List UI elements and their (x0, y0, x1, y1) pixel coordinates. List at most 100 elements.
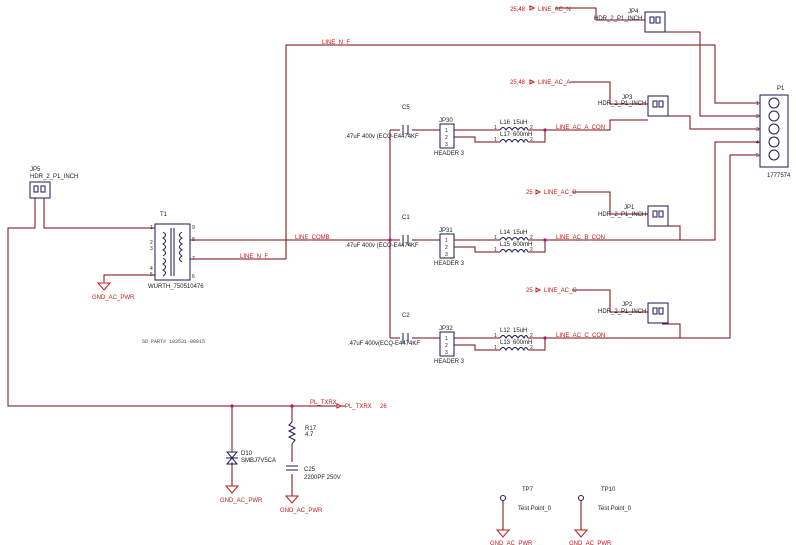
net-line-ac-a-con: LINE_AC_A_CON (556, 125, 605, 131)
gnd-label-d10: GND_AC_PWR (220, 498, 263, 504)
svg-text:1: 1 (494, 235, 497, 241)
svg-text:4: 4 (150, 266, 153, 272)
jp4-ref: JP4 (628, 9, 639, 15)
jp31-ref: JP31 (439, 228, 453, 234)
jp30-part: HEADER 3 (434, 151, 465, 157)
c5-ref: C5 (402, 105, 410, 111)
gnd-label-tp7: GND_AC_PWR (490, 541, 533, 545)
svg-text:1: 1 (494, 137, 497, 143)
d10-part: SMBJ7V5CA (241, 458, 276, 464)
net-line-ac-c: LINE_AC_C (544, 288, 577, 294)
l12-value: 15uH (513, 328, 527, 334)
svg-text:1: 1 (494, 247, 497, 253)
header-jp5: JP5 HDR_2_P1_INCH (29, 167, 78, 199)
jp5-ref: JP5 (30, 167, 41, 173)
svg-text:1: 1 (445, 336, 448, 342)
svg-text:1: 1 (494, 333, 497, 339)
svg-text:2: 2 (445, 245, 448, 251)
jp1-part: HDR_2_P1_INCH (598, 212, 646, 218)
net-line-n-f-top: LINE_N_F (322, 40, 350, 46)
c2-ref: C2 (402, 313, 410, 319)
r17-ref: R17 (305, 426, 317, 432)
junctions (230, 128, 547, 408)
ground-t1: GND_AC_PWR (92, 282, 135, 301)
offpage-flag-line-ac-b (535, 189, 542, 195)
jp2-ref: JP2 (622, 302, 633, 308)
svg-text:8: 8 (192, 237, 195, 243)
c25-value: 2200PF 250V (304, 475, 341, 481)
l13-value: 600mH (513, 340, 532, 346)
svg-text:2: 2 (530, 125, 533, 131)
tp10-ref: TP10 (601, 487, 616, 493)
net-line-ac-c-con: LINE_AC_C_CON (556, 333, 605, 339)
wire-line-ac-c-con (545, 154, 760, 339)
header-jp30: 1 2 3 JP30 HEADER 3 (434, 118, 465, 157)
header-jp31: 1 2 3 JP31 HEADER 3 (434, 228, 465, 267)
ground-c25: GND_AC_PWR (280, 495, 323, 514)
p1-ref: P1 (777, 86, 785, 92)
resistor-r17: R17 4.7 (287, 421, 317, 445)
l15-ref: L15 (500, 242, 511, 248)
p1-pin-3: 3 (756, 127, 759, 133)
jp2-part: HDR_2_P1_INCH (598, 309, 646, 315)
offpage-flag-line-ac-c (535, 287, 542, 293)
jp4-part: HDR_2_P1_INCH (594, 16, 642, 22)
svg-text:1: 1 (445, 128, 448, 134)
jp32-ref: JP32 (439, 326, 453, 332)
p1-pin-4: 4 (756, 140, 759, 146)
net-labels: 25,48 LINE_AC_N 25,48 LINE_AC_A 25 LINE_… (240, 5, 605, 410)
net-line-ac-b-con: LINE_AC_B_CON (556, 235, 605, 241)
offpage-flag-pl-txrx (336, 403, 343, 409)
svg-text:2: 2 (445, 343, 448, 349)
net-line-comb: LINE_COMB (295, 235, 330, 241)
l14-ref: L14 (500, 230, 511, 236)
part-number-note: SD PART# 103531-00015 (142, 339, 205, 345)
net-line-ac-a: LINE_AC_A (538, 80, 570, 86)
l14-value: 15uH (513, 230, 527, 236)
wire-line-ac-n (555, 7, 645, 21)
svg-text:2: 2 (530, 137, 533, 143)
header-jp3: JP3 HDR_2_P1_INCH (598, 95, 669, 117)
svg-text:1: 1 (150, 225, 153, 231)
gnd-label-t1: GND_AC_PWR (92, 295, 135, 301)
connector-p1: 1 2 3 4 5 P1 1777574 (756, 86, 791, 179)
cap-c1: C1 .47uF 400v (ECQ-E4474KF (345, 215, 419, 249)
net-pl-txrx-right: PL_TXRX (345, 404, 372, 410)
cap-c5: C5 .47uF 400v (ECQ-E4474KF (345, 105, 419, 140)
l12-ref: L12 (500, 328, 511, 334)
cap-c25: C25 2200PF 250V (286, 465, 341, 481)
svg-text:2: 2 (445, 135, 448, 141)
jp3-ref: JP3 (622, 95, 633, 101)
l15-value: 600mH (513, 242, 532, 248)
gnd-label-tp10: GND_AC_PWR (569, 541, 612, 545)
tp7-label: Test Point_0 (518, 506, 552, 512)
svg-text:9: 9 (192, 225, 195, 231)
svg-text:2: 2 (530, 333, 533, 339)
l16-value: 15uH (513, 120, 527, 126)
jp31-part: HEADER 3 (434, 261, 465, 267)
c2-value: .47uF 400v(ECQ-E4474KF (348, 341, 420, 347)
net-line-ac-n: LINE_AC_N (538, 7, 571, 13)
p1-pin-2: 2 (756, 114, 759, 120)
svg-text:1: 1 (494, 125, 497, 131)
wires (7, 7, 760, 496)
wire-jp3-p1 (662, 115, 760, 130)
jp1-ref: JP1 (624, 205, 635, 211)
svg-text:6: 6 (192, 274, 195, 280)
svg-text:1: 1 (445, 238, 448, 244)
p1-pin-1: 1 (756, 101, 759, 107)
l17-value: 600mH (513, 132, 532, 138)
wire-jp4-p1 (658, 31, 760, 117)
offpage-flag-line-ac-a (529, 79, 536, 85)
offpage-flag-line-ac-n (529, 5, 536, 11)
wire-line-ac-a-con (545, 119, 648, 131)
net-sheets-line-ac-n: 25,48 (510, 7, 526, 13)
net-pl-txrx-left: PL_TXRX (310, 400, 337, 406)
transformer-t1: 1 2 3 4 5 6 7 8 9 T1 WURTH_750510476 (148, 212, 204, 290)
net-line-n-f-bottom: LINE_N_F (240, 254, 268, 260)
net-line-ac-b: LINE_AC_B (544, 190, 576, 196)
